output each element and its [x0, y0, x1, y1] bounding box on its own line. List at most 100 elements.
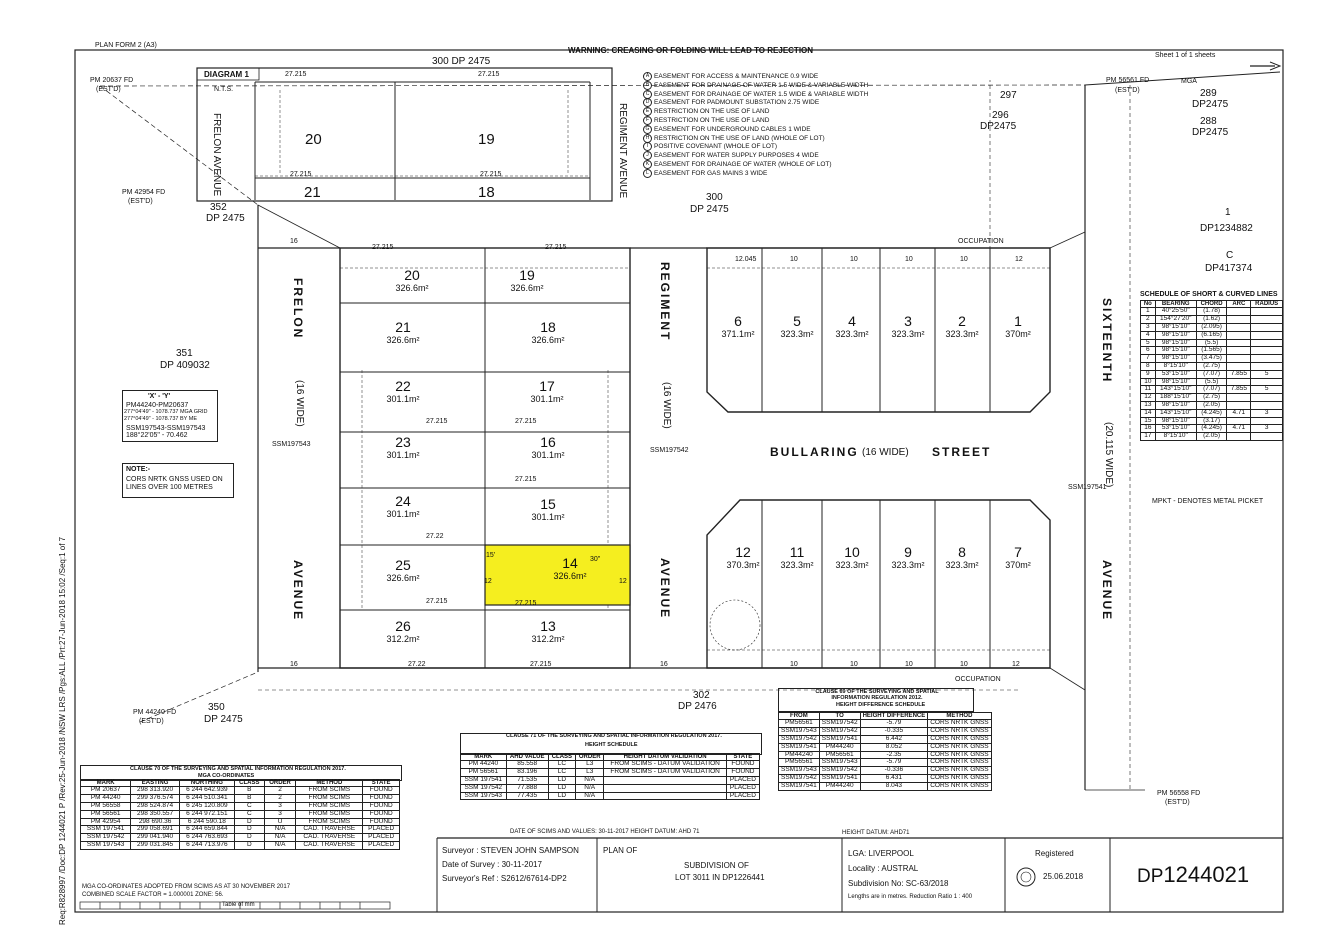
table-header: CLASS [547, 752, 576, 762]
height-diff-title: CLAUSE 69 OF THE SURVEYING AND SPATIAL I… [815, 689, 939, 701]
diagram-lot-18: 18 [478, 184, 495, 201]
lot-number-16: 16 [540, 434, 556, 450]
table-cell: 7.855 [1226, 369, 1252, 379]
table-cell: 8°15'10" [1154, 432, 1197, 442]
easement-code-icon: B [643, 80, 652, 90]
lrs-stamp: Req:R828997 /Doc:DP 1244021 P /Rev:25-Ju… [58, 536, 67, 925]
mpkt-note: MPKT - DENOTES METAL PICKET [1152, 498, 1264, 505]
coords-title: CLAUSE 70 OF THE SURVEYING AND SPATIAL I… [130, 766, 346, 772]
table-header: STATE [725, 752, 761, 762]
easement-code-icon: L [643, 168, 652, 178]
table-cell: (6.165) [1195, 330, 1228, 340]
table-cell: N/A [574, 791, 605, 801]
table-cell [1226, 307, 1252, 317]
surveyor-name: Surveyor : STEVEN JOHN SAMPSON [442, 846, 579, 855]
street-frelon-avenue: AVENUE [291, 560, 305, 622]
table-header: RADIUS [1250, 299, 1283, 309]
table-cell [1226, 338, 1252, 348]
plan-subdivision: SUBDIVISION OF [684, 861, 749, 870]
table-cell: 5 [1250, 369, 1283, 379]
table-cell [1250, 315, 1283, 324]
diagram-top-parcel: 300 DP 2475 [432, 56, 491, 67]
table-cell: 53°15'10" [1154, 369, 1197, 379]
lot-area-5: 323.3m² [780, 329, 814, 339]
street-frelon: FRELON [291, 278, 305, 340]
table-cell: 5 [1250, 385, 1283, 395]
table-cell: 6 244 972.151 [178, 809, 235, 819]
table-cell: 77.435 [505, 791, 549, 801]
subdivision-number: Subdivision No: SC-63/2018 [848, 879, 949, 888]
table-cell: SSM197541 [778, 781, 820, 791]
lot-area-13: 312.2m² [531, 634, 565, 644]
table-cell: PM 56561 [79, 809, 132, 819]
table-cell [1250, 432, 1283, 442]
lot-number-24: 24 [395, 493, 411, 509]
survey-date: Date of Survey : 30-11-2017 [442, 860, 542, 869]
table-cell: 143°15'10" [1154, 408, 1197, 418]
table-cell: PM44240 [818, 742, 861, 752]
table-cell: 9 [1140, 369, 1156, 379]
table-header: ORDER [263, 778, 297, 788]
table-header: METHOD [927, 711, 992, 721]
table-cell [1226, 432, 1252, 442]
table-cell: SSM 197543 [460, 791, 507, 801]
scale-bar [79, 901, 391, 910]
bearing-box [122, 390, 218, 442]
schedule-title: SCHEDULE OF SHORT & CURVED LINES [1140, 291, 1278, 298]
lot-number-6: 6 [734, 313, 742, 329]
table-cell: 3 [263, 809, 297, 819]
table-cell: CORS NRTK GNSS [927, 781, 992, 791]
lot-area-25: 326.6m² [386, 573, 420, 583]
table-cell: SSM 197543 [79, 840, 132, 850]
table-cell: N/A [574, 783, 605, 793]
street-regiment-avenue: AVENUE [658, 558, 672, 620]
diagram-nts: N.T.S. [214, 86, 234, 93]
lot-number-26: 26 [395, 618, 411, 634]
easement-code-icon: E [643, 107, 652, 117]
table-cell: 3 [1250, 424, 1283, 434]
height-schedule-title: CLAUSE 71 OF THE SURVEYING AND SPATIAL I… [506, 733, 722, 739]
table-cell [1250, 354, 1283, 363]
lot-number-14: 14 [562, 555, 578, 571]
street-frelon-width: (16 WIDE) [294, 380, 305, 427]
dp-number: DP1244021 [1137, 862, 1250, 887]
lot-number-4: 4 [848, 313, 856, 329]
diagram-title: DIAGRAM 1 [204, 70, 249, 79]
table-cell: PM44240 [818, 781, 861, 791]
lot-area-14: 326.6m² [553, 571, 587, 581]
street-bullaring-width: (16 WIDE) [862, 447, 909, 458]
table-cell [1250, 307, 1283, 317]
lot-number-19: 19 [519, 267, 535, 283]
table-cell: C [233, 809, 265, 819]
street-bullaring-street: STREET [932, 445, 992, 459]
easement-code-icon: K [643, 160, 652, 169]
lot-number-12: 12 [735, 544, 751, 560]
lot-area-18: 326.6m² [531, 335, 565, 345]
lot-number-21: 21 [395, 319, 411, 335]
lot-area-21: 326.6m² [386, 335, 420, 345]
lot-number-3: 3 [904, 313, 912, 329]
table-cell [1226, 346, 1252, 356]
table-cell: PLACED [725, 783, 761, 793]
table-cell [1250, 322, 1283, 332]
table-header: ARC [1226, 299, 1252, 309]
street-sixteenth-width: (20.115 WIDE) [1103, 422, 1114, 488]
table-cell: LD [547, 791, 576, 801]
surveyor-ref: Surveyor's Ref : S2612/67614-DP2 [442, 874, 567, 883]
